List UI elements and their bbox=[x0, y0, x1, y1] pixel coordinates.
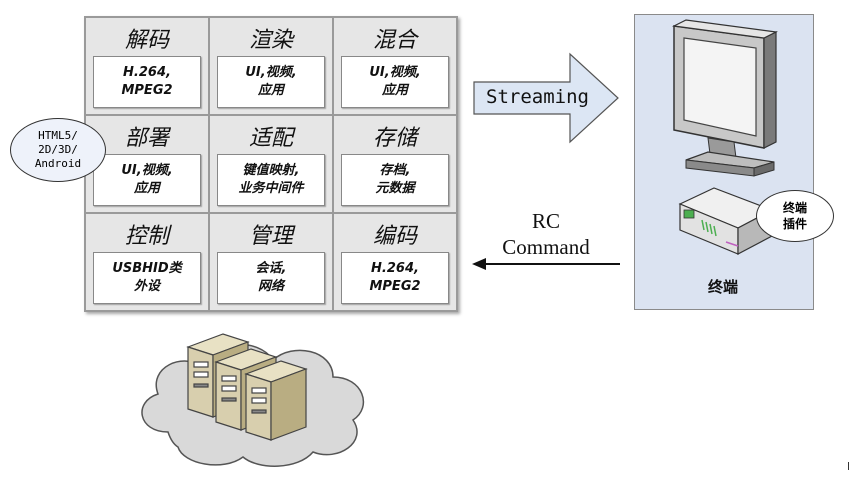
cell-content: H.264, MPEG2 bbox=[341, 252, 449, 304]
grid-cell-render: 渲染 UI,视频, 应用 bbox=[209, 17, 333, 115]
monitor-icon bbox=[671, 19, 779, 177]
grid-cell-control: 控制 USBHID类 外设 bbox=[85, 213, 209, 311]
cell-title: 混合 bbox=[372, 28, 417, 53]
grid-cell-adapt: 适配 键值映射, 业务中间件 bbox=[209, 115, 333, 213]
server-icon bbox=[186, 333, 308, 441]
cloud-server-illustration bbox=[141, 333, 364, 467]
cell-content: 键值映射, 业务中间件 bbox=[217, 154, 325, 206]
cell-title: 编码 bbox=[372, 224, 417, 249]
cell-title: 渲染 bbox=[248, 28, 293, 53]
streaming-arrow bbox=[473, 52, 619, 144]
cell-content: USBHID类 外设 bbox=[93, 252, 201, 304]
cell-title: 管理 bbox=[248, 224, 293, 249]
grid-cell-deploy: 部署 UI,视频, 应用 bbox=[85, 115, 209, 213]
cell-title: 解码 bbox=[124, 28, 169, 53]
grid-cell-encode: 编码 H.264, MPEG2 bbox=[333, 213, 457, 311]
streaming-label: Streaming bbox=[486, 86, 589, 108]
cell-content: H.264, MPEG2 bbox=[93, 56, 201, 108]
cell-content: 存档, 元数据 bbox=[341, 154, 449, 206]
cell-content: 会话, 网络 bbox=[217, 252, 325, 304]
terminal-plugin-bubble: 终端 插件 bbox=[756, 190, 834, 242]
cell-content: UI,视频, 应用 bbox=[93, 154, 201, 206]
cell-title: 存储 bbox=[372, 126, 417, 151]
cell-title: 控制 bbox=[124, 224, 169, 249]
grid-cell-decode: 解码 H.264, MPEG2 bbox=[85, 17, 209, 115]
rc-command-arrow bbox=[472, 258, 620, 270]
grid-cell-mix: 混合 UI,视频, 应用 bbox=[333, 17, 457, 115]
grid-cell-manage: 管理 会话, 网络 bbox=[209, 213, 333, 311]
grid-cell-storage: 存储 存档, 元数据 bbox=[333, 115, 457, 213]
platform-bubble: HTML5/ 2D/3D/ Android bbox=[10, 118, 106, 182]
terminal-label: 终端 bbox=[707, 278, 738, 296]
rc-command-label: RC Command bbox=[502, 209, 590, 259]
cell-content: UI,视频, 应用 bbox=[341, 56, 449, 108]
cell-title: 适配 bbox=[248, 126, 293, 151]
function-grid: 解码 H.264, MPEG2 渲染 UI,视频, 应用 混合 UI,视频, 应… bbox=[84, 16, 458, 312]
cell-title: 部署 bbox=[124, 126, 169, 151]
corner-mark bbox=[848, 462, 849, 470]
cell-content: UI,视频, 应用 bbox=[217, 56, 325, 108]
